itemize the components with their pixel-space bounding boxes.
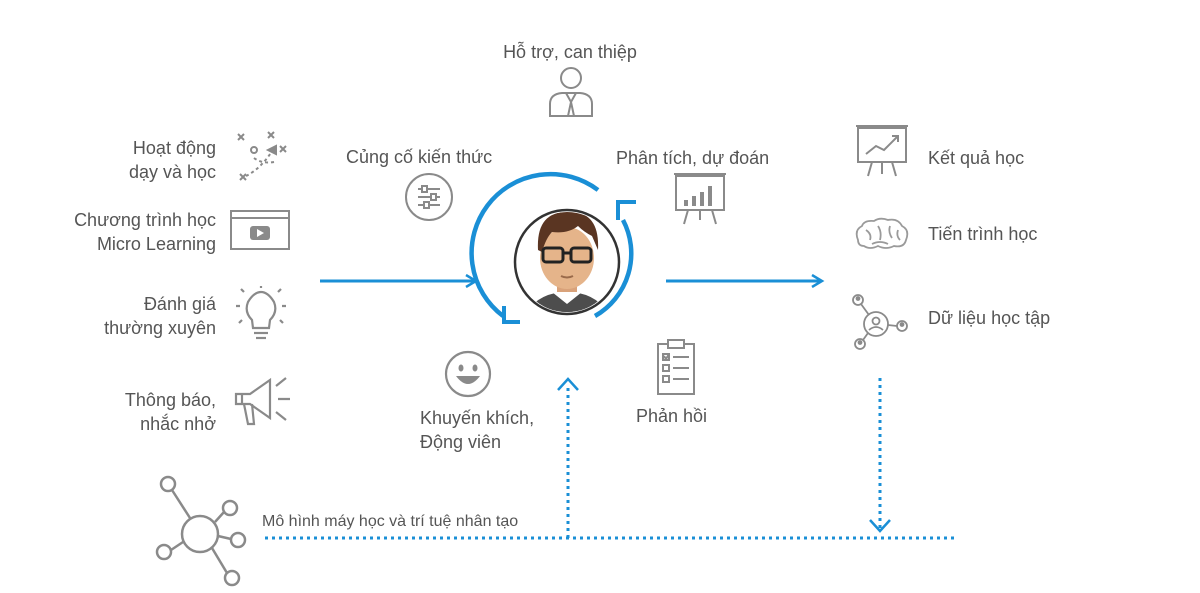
strategy-icon (232, 128, 292, 193)
student-avatar (513, 208, 621, 316)
dotted-down-arrowhead (869, 519, 891, 533)
megaphone-icon (230, 372, 294, 435)
right-item-3-label: Dữ liệu học tập (928, 308, 1051, 328)
left-item-4-label: Thông báo, nhắc nhở (40, 388, 216, 436)
user-network-icon (848, 292, 912, 359)
brain-icon (852, 216, 912, 257)
cycle-arrowhead-left (502, 306, 520, 324)
support-person-icon (546, 66, 596, 123)
smiley-icon (444, 350, 492, 403)
encourage-label: Khuyến khích, Động viên (420, 406, 534, 454)
encourage-line1: Khuyến khích, (420, 408, 535, 428)
right-item-1-label: Kết quả học (928, 148, 1025, 168)
video-player-icon (230, 210, 290, 255)
right-item-2-label: Tiến trình học (928, 224, 1038, 244)
reinforce-label: Củng cố kiến thức (346, 147, 493, 167)
presentation-chart-icon (854, 124, 910, 183)
lightbulb-icon (236, 286, 286, 347)
left-item-2-line1: Chương trình học (74, 210, 216, 230)
left-item-2-line2: Micro Learning (96, 234, 216, 254)
sliders-icon (404, 172, 454, 227)
left-item-1-line1: Hoạt động (132, 138, 216, 158)
left-item-3-line2: thường xuyên (104, 318, 216, 338)
analyze-label: Phân tích, dự đoán (616, 148, 770, 168)
cycle-arrows (469, 171, 634, 318)
left-item-3-label: Đánh giá thường xuyên (40, 292, 216, 340)
left-item-2-label: Chương trình học Micro Learning (40, 208, 216, 256)
bar-chart-board-icon (672, 172, 728, 231)
model-label: Mô hình máy học và trí tuệ nhân tạo (262, 513, 519, 530)
left-item-1-line2: dạy và học (128, 162, 216, 182)
left-item-4-line1: Thông báo, (124, 390, 216, 410)
left-item-1-label: Hoạt động dạy và học (40, 136, 216, 184)
dotted-up-arrowhead (557, 377, 579, 391)
feedback-label: Phản hồi (636, 406, 708, 426)
left-item-4-line2: nhắc nhở (140, 414, 216, 434)
left-item-3-line1: Đánh giá (143, 294, 216, 314)
clipboard-checklist-icon (656, 338, 696, 401)
network-hub-icon (152, 472, 248, 593)
encourage-line2: Động viên (420, 432, 502, 452)
cycle-arrowhead-right (616, 200, 636, 220)
support-label: Hỗ trợ, can thiệp (503, 42, 637, 62)
